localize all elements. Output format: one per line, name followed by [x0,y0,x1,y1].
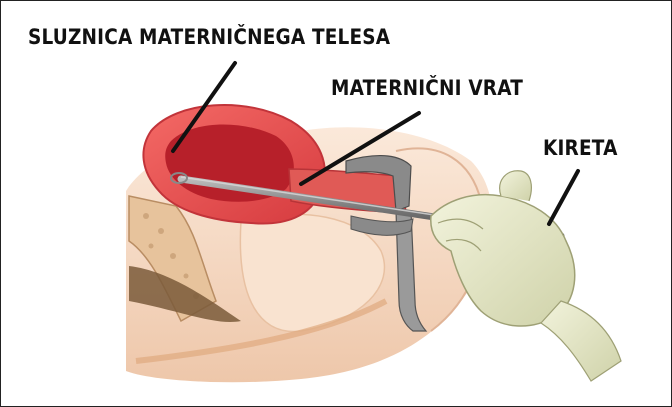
label-cervix: MATERNIČNI VRAT [331,76,523,100]
label-curette: KIRETA [543,136,618,160]
leader-curette [549,171,578,224]
label-endometrium: SLUZNICA MATERNIČNEGA TELESA [28,25,390,49]
gloved-hand [431,171,621,381]
